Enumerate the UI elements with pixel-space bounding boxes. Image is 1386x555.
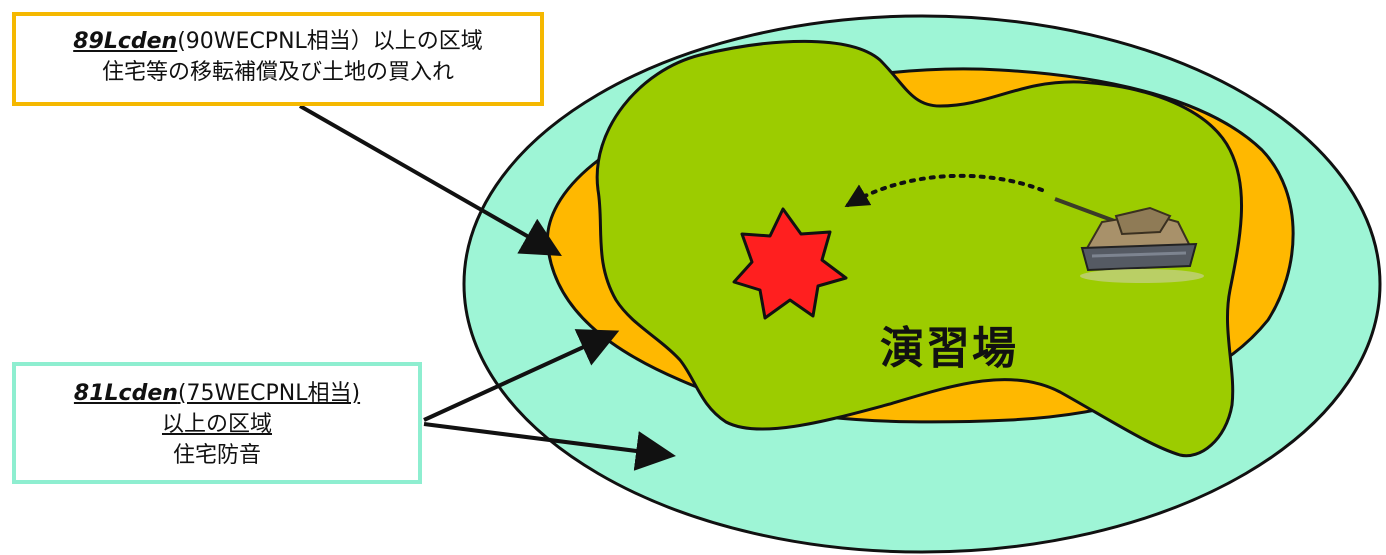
training-area-label: 演習場 <box>880 323 1018 374</box>
measure-89: 住宅等の移転補償及び土地の買入れ <box>101 60 454 85</box>
metric-89: 89Lcden <box>73 29 178 54</box>
tank-icon <box>1054 197 1204 283</box>
arrow-to-inner-zone <box>299 104 562 256</box>
callout-89-line-1: 89Lcden(90WECPNL相当）以上の区域 <box>16 26 540 57</box>
measure-81: 住宅防音 <box>172 443 261 468</box>
zone-81: 以上の区域 <box>161 412 272 437</box>
metric-81-detail: (75WECPNL相当) <box>177 381 361 406</box>
arrow-to-zone-boundary <box>423 329 620 422</box>
metric-81: 81Lcden <box>73 381 178 406</box>
metric-89-detail: (90WECPNL相当）以上の区域 <box>177 29 483 54</box>
training-area <box>595 39 1243 458</box>
explosion-icon <box>732 207 848 320</box>
callout-81lcden: 81Lcden(75WECPNL相当) 以上の区域 住宅防音 <box>12 362 422 484</box>
arrow-to-outer-zone <box>423 422 676 471</box>
callout-81-line-1: 81Lcden(75WECPNL相当) <box>16 378 418 409</box>
firing-trajectory <box>844 173 1044 208</box>
callout-89lcden: 89Lcden(90WECPNL相当）以上の区域 住宅等の移転補償及び土地の買入… <box>12 12 544 106</box>
